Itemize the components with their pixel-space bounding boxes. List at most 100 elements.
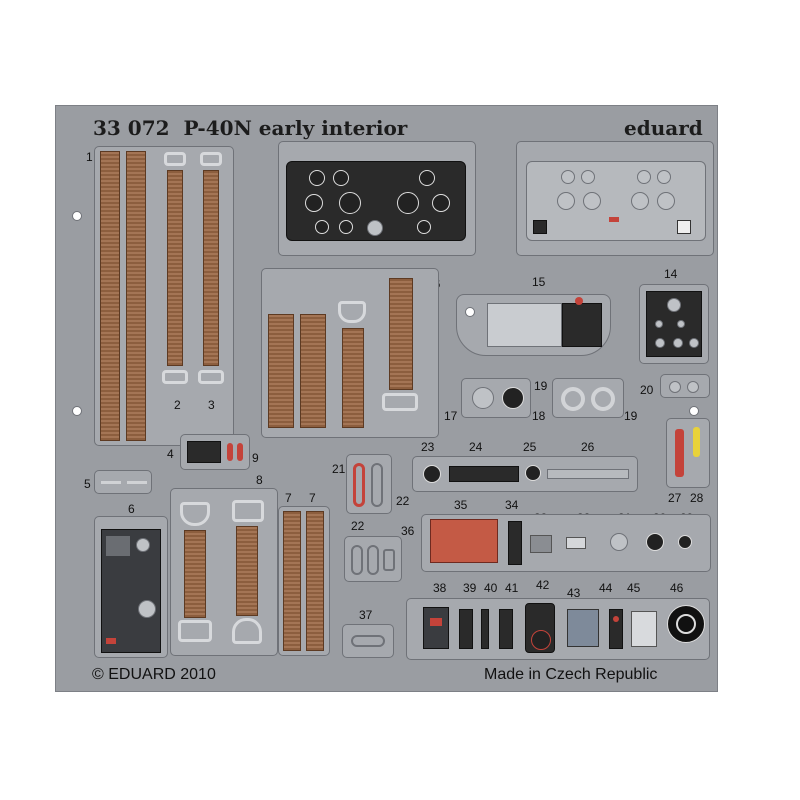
gauge-icon <box>561 170 575 184</box>
part-label: 45 <box>627 581 641 595</box>
part-33-block <box>530 535 552 553</box>
part-42-panel <box>525 603 555 653</box>
red-indicator <box>430 618 442 626</box>
part-32-lever <box>566 537 586 549</box>
part-44-strip <box>609 609 623 649</box>
part-label: 5 <box>84 477 91 491</box>
part-label: 22 <box>396 494 410 508</box>
gauge-icon <box>315 220 329 234</box>
part-label: 23 <box>421 440 435 454</box>
part-34-placard <box>508 521 522 565</box>
part-label: 40 <box>484 581 498 595</box>
part-39-strip <box>459 609 473 649</box>
part-10-belt <box>268 314 294 428</box>
part-4-placard <box>187 441 221 463</box>
part-14-panel <box>646 291 702 357</box>
part-5-rod <box>101 481 121 484</box>
part-label: 41 <box>505 581 519 595</box>
part-11-belt <box>342 328 364 428</box>
gauge-icon <box>417 220 431 234</box>
part-label: 15 <box>532 275 546 289</box>
part-label: 19 <box>534 379 548 393</box>
switch-icon <box>673 338 683 348</box>
part-36-plate <box>383 549 395 571</box>
part-19-ring <box>561 387 585 411</box>
part-20-knob <box>669 381 681 393</box>
gauge-icon <box>432 194 450 212</box>
part-17-18-frame <box>461 378 531 418</box>
part-label: 42 <box>536 578 550 592</box>
part-28-lever <box>693 427 700 457</box>
part-27-lever <box>675 429 684 477</box>
part-38-46-frame <box>406 598 710 660</box>
part-2-belt <box>167 170 183 366</box>
placard <box>677 220 691 234</box>
part-8-buckle <box>180 502 210 526</box>
gauge-icon <box>419 170 435 186</box>
made-in-label: Made in Czech Republic <box>484 666 658 683</box>
part-40-strip <box>481 609 489 649</box>
part-6-frame <box>94 516 168 658</box>
gauge-icon <box>557 192 575 210</box>
part-16-buckle <box>382 393 418 411</box>
part-6-box <box>106 536 130 556</box>
gauge-icon <box>339 220 353 234</box>
gauge-icon <box>397 192 419 214</box>
part-26-plate <box>547 469 629 479</box>
part-3-buckle <box>200 152 222 166</box>
part-29-dial <box>678 535 692 549</box>
part-label: 27 <box>668 491 682 505</box>
warning-light <box>106 638 116 644</box>
part-label: 7 <box>309 491 316 505</box>
part-41-strip <box>499 609 513 649</box>
part-21-handle <box>353 463 365 507</box>
part-22-handle <box>367 545 379 575</box>
warning-light <box>609 217 619 222</box>
part-label: 39 <box>463 581 477 595</box>
gauge-icon <box>136 538 150 552</box>
part-15-frame <box>456 294 611 356</box>
part-label: 9 <box>252 451 259 465</box>
part-8-buckle <box>178 620 212 642</box>
gauge-icon <box>309 170 325 186</box>
part-label: 28 <box>690 491 704 505</box>
switch-icon <box>655 320 663 328</box>
part-label: 1 <box>86 150 93 164</box>
part-37-frame <box>342 624 394 658</box>
part-8-buckle <box>232 618 262 644</box>
part-7-belt <box>306 511 324 651</box>
switch-icon <box>677 320 685 328</box>
part-20-knob <box>687 381 699 393</box>
part-45-dial <box>631 611 657 647</box>
part-label: 20 <box>640 383 654 397</box>
part-label: 8 <box>256 473 263 487</box>
part-label: 46 <box>670 581 684 595</box>
mounting-hole <box>72 406 82 416</box>
gauge-icon <box>138 600 156 618</box>
part-38-panel <box>423 607 449 649</box>
gauge-icon <box>531 630 551 650</box>
gauge-icon <box>305 194 323 212</box>
part-14-frame <box>639 284 709 364</box>
part-22-36-frame <box>344 536 402 582</box>
part-label: 4 <box>167 447 174 461</box>
fret-title: 33 072 P-40N early interior <box>93 116 407 140</box>
part-5-frame <box>94 470 152 494</box>
star-icon <box>676 614 696 634</box>
part-label: 6 <box>128 502 135 516</box>
part-30-dial <box>646 533 664 551</box>
switch-block <box>533 220 547 234</box>
part-17-dial <box>472 387 494 409</box>
part-label: 35 <box>454 498 468 512</box>
red-dot <box>575 297 583 305</box>
gauge-icon <box>583 192 601 210</box>
part-7-belt <box>283 511 301 651</box>
part-22-handle <box>351 545 363 575</box>
part-35-red-panel <box>430 519 498 563</box>
part-label: 38 <box>433 581 447 595</box>
gauge-icon <box>667 298 681 312</box>
fret-code: 33 072 <box>93 116 170 140</box>
gauge-icon <box>637 170 651 184</box>
part-label: 3 <box>208 398 215 412</box>
part-46-dial <box>667 605 705 643</box>
